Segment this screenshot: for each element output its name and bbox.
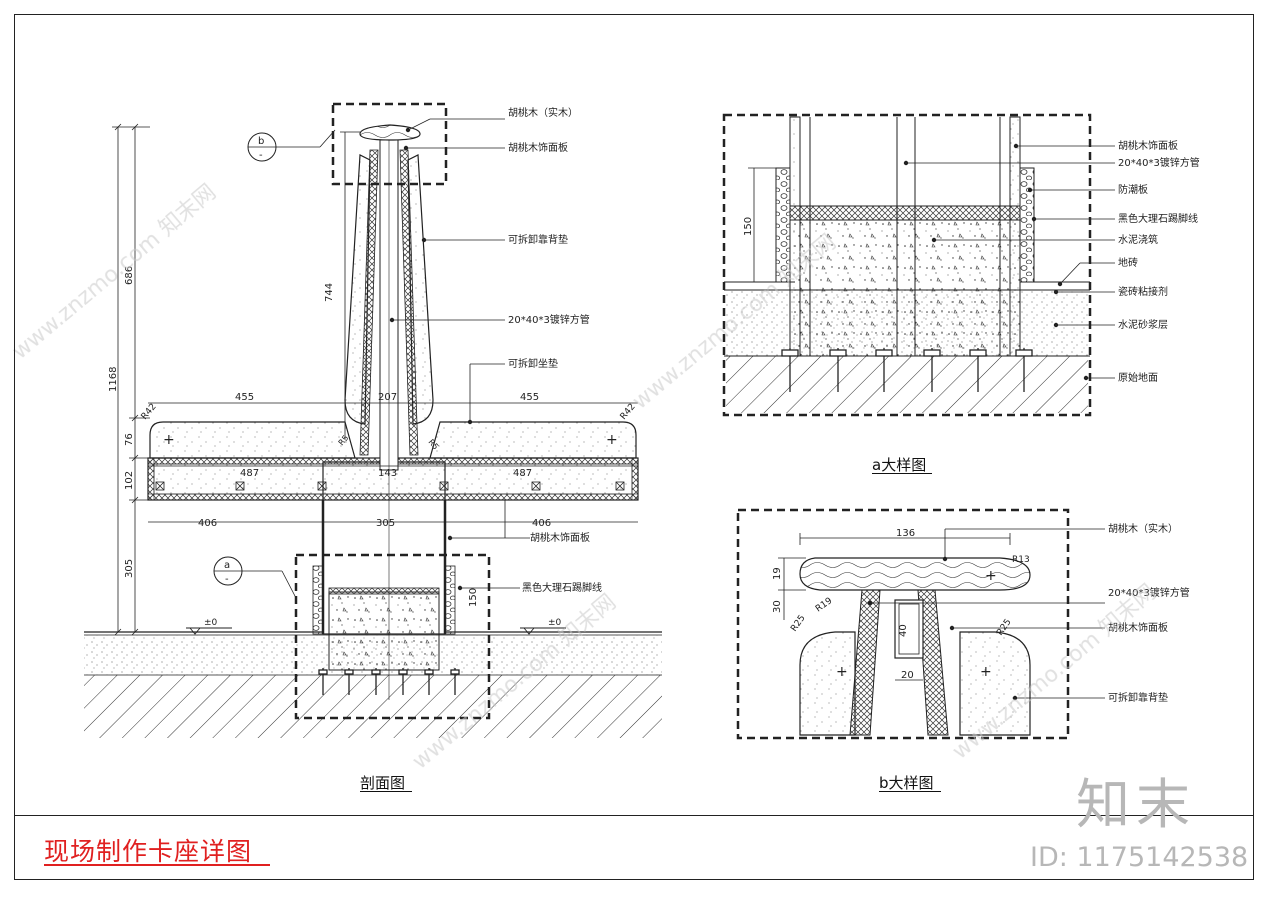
detail-b-dim-40: 40	[898, 624, 909, 637]
anchor-bolts	[318, 668, 460, 695]
callout-walnut-veneer: 胡桃木饰面板	[508, 141, 568, 154]
level-marks	[186, 627, 566, 635]
seat-cushion-left	[149, 421, 356, 459]
watermark-logo: 知末	[1076, 773, 1196, 836]
detail-a-concrete	[789, 219, 1021, 357]
caption-detail-a: a大样图	[872, 456, 927, 474]
walnut-cap	[359, 124, 421, 141]
callout-steel-tube: 20*40*3镀锌方管	[508, 313, 590, 326]
dim-406-right: 406	[532, 518, 551, 529]
base-concrete	[328, 591, 440, 671]
detail-a-frame	[722, 113, 1092, 417]
dim-305: 305	[376, 518, 395, 529]
detail-b-cushion-left	[799, 631, 856, 736]
detail-tag-a-sub: -	[225, 574, 229, 585]
sheet-title: 现场制作卡座详图	[44, 837, 253, 866]
detail-a-callout-4: 黑色大理石踢脚线	[1118, 212, 1198, 225]
caption-detail-b-underline	[879, 791, 941, 792]
detail-b-callout-4: 可拆卸靠背垫	[1108, 691, 1168, 704]
dim-455-right: 455	[520, 392, 539, 403]
detail-a-callout-6: 地砖	[1118, 256, 1138, 269]
detail-tag-b-sub: -	[259, 150, 263, 161]
detail-a-callout-2: 20*40*3镀锌方管	[1118, 156, 1200, 169]
detail-b-callout-3: 胡桃木饰面板	[1108, 621, 1168, 634]
detail-a-callout-5: 水泥浇筑	[1118, 233, 1158, 246]
detail-b-cushion-right	[959, 631, 1031, 736]
detail-b-frame	[736, 508, 1070, 740]
caption-detail-a-underline	[872, 473, 932, 474]
level-mark-left: ±0	[204, 618, 218, 628]
detail-a-callout-1: 胡桃木饰面板	[1118, 139, 1178, 152]
dim-487-left: 487	[240, 468, 259, 479]
detail-b-box	[331, 102, 448, 186]
section-view: + + 1168 686 76 102 305 744 150	[84, 102, 662, 738]
detail-a-bolts	[781, 348, 1033, 392]
callout-walnut-solid: 胡桃木（实木）	[508, 106, 578, 119]
drawing-border	[14, 14, 1254, 880]
caption-detail-b: b大样图	[879, 774, 934, 792]
detail-b-dim-20: 20	[901, 670, 914, 681]
svg-text:+: +	[985, 568, 997, 584]
detail-a-box	[294, 553, 491, 720]
svg-text:+: +	[606, 432, 618, 448]
dim-207: 207	[378, 392, 397, 403]
detail-b-walnut-cap	[799, 557, 1031, 591]
detail-a-view: 150 胡桃木饰面板 20*40*3镀锌方管 防潮板 黑色大理石踢脚线 水泥浇筑…	[722, 113, 1200, 417]
callout-back-cushion: 可拆卸靠背垫	[508, 233, 568, 246]
dim-406-left: 406	[198, 518, 217, 529]
detail-tag-a-letter: a	[224, 560, 230, 571]
dim-150-section: 150	[468, 588, 479, 607]
dim-455-left: 455	[235, 392, 254, 403]
dim-686: 686	[124, 266, 135, 285]
dim-305-vertical: 305	[124, 559, 135, 578]
detail-a-dim-150: 150	[743, 217, 754, 236]
level-mark-right: ±0	[548, 618, 562, 628]
dim-1168: 1168	[108, 367, 119, 392]
dim-lines-horizontal	[148, 402, 638, 523]
caption-section-underline	[360, 791, 412, 792]
svg-text:+: +	[980, 664, 992, 680]
detail-b-dim-136: 136	[896, 528, 915, 539]
detail-b-tube	[894, 599, 924, 659]
detail-tag-b: b -	[247, 129, 336, 162]
detail-b-leaders	[867, 528, 1105, 701]
title-bar-divider	[14, 815, 1254, 816]
callout-walnut-veneer-base: 胡桃木饰面板	[530, 531, 590, 544]
detail-a-ground	[726, 356, 1088, 413]
callout-marble-skirting: 黑色大理石踢脚线	[522, 581, 602, 594]
dim-744: 744	[324, 283, 335, 302]
sheet-title-underline	[44, 864, 270, 866]
svg-text:+: +	[163, 432, 175, 448]
detail-a-callout-7: 瓷砖粘接剂	[1118, 285, 1168, 298]
seat-cushion-right	[429, 421, 637, 459]
dim-102: 102	[124, 471, 135, 490]
svg-text:+: +	[836, 664, 848, 680]
detail-tag-a: a -	[213, 556, 297, 599]
detail-a-callout-3: 防潮板	[1118, 183, 1148, 196]
detail-a-callout-9: 原始地面	[1118, 371, 1158, 384]
detail-b-dim-19: 19	[772, 567, 783, 580]
detail-a-leaders	[903, 143, 1115, 381]
detail-b-callout-2: 20*40*3镀锌方管	[1108, 586, 1190, 599]
detail-b-callout-1: 胡桃木（实木）	[1108, 522, 1178, 535]
detail-b-dim-30: 30	[772, 600, 783, 613]
original-ground	[84, 675, 662, 738]
caption-section-view: 剖面图	[360, 774, 406, 792]
dim-143: 143	[378, 468, 397, 479]
watermark-id: ID: 1175142538	[1030, 842, 1249, 873]
detail-b-r13: R13	[1012, 555, 1030, 565]
callout-seat-cushion: 可拆卸坐垫	[508, 357, 558, 370]
detail-a-callout-8: 水泥砂浆层	[1118, 318, 1168, 331]
dim-76: 76	[124, 433, 135, 446]
detail-b-view: + + + 136 19 30 40 20 R13 R19 R25 R25 胡桃…	[736, 508, 1190, 740]
dim-lines-left	[112, 123, 360, 636]
detail-tag-b-letter: b	[258, 136, 264, 147]
dim-487-right: 487	[513, 468, 532, 479]
section-callout-leaders	[389, 118, 530, 591]
